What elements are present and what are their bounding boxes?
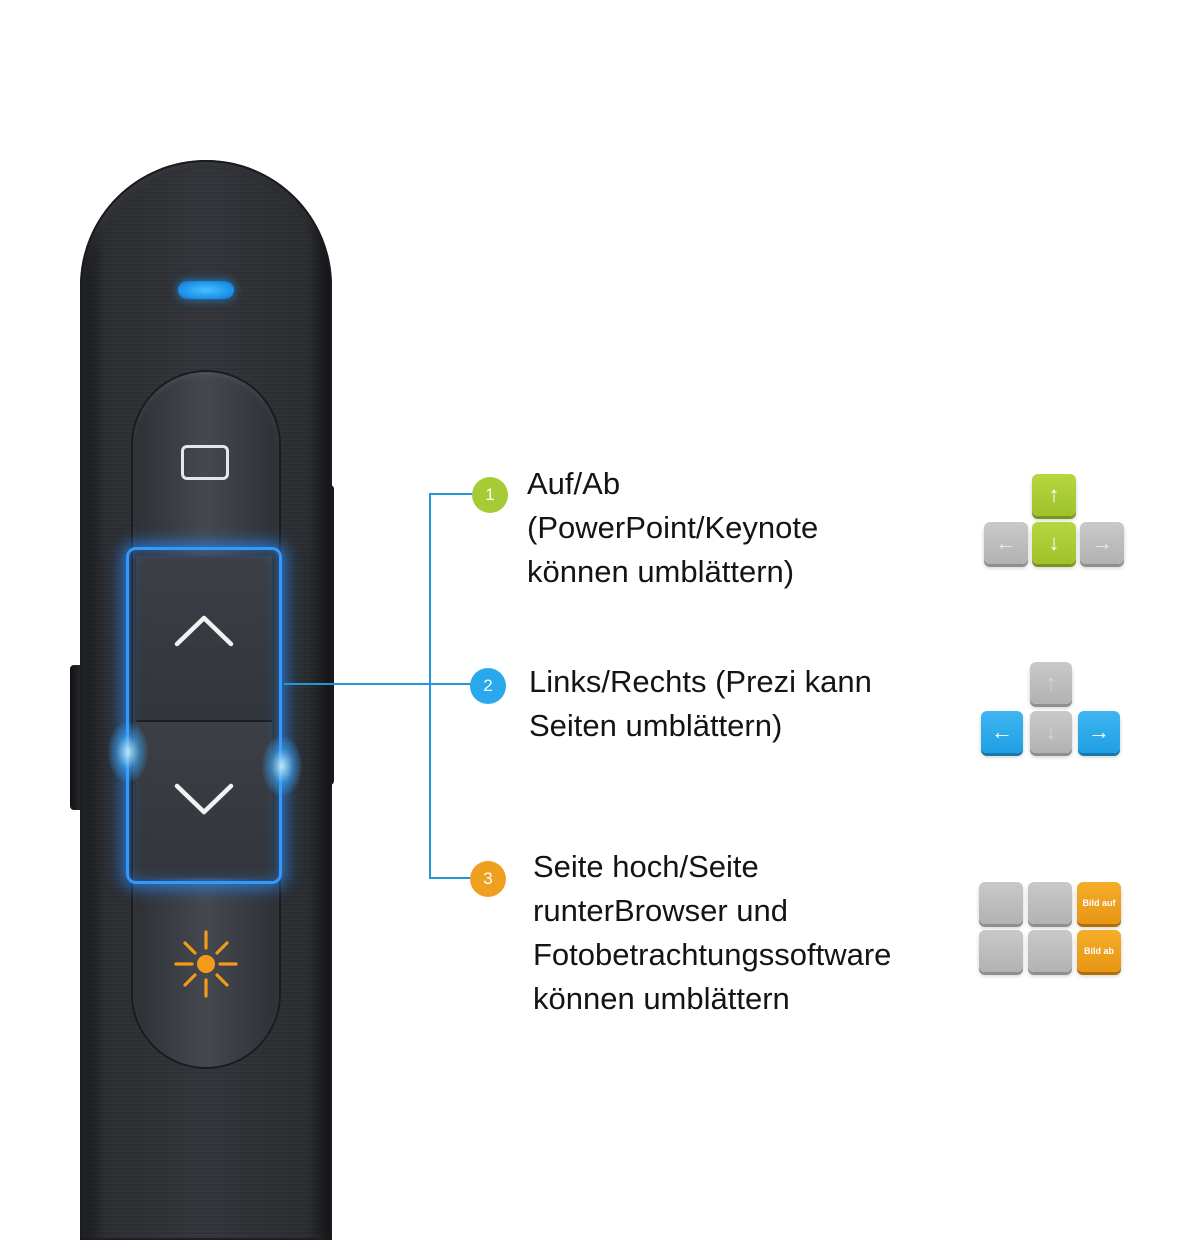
blank-key bbox=[979, 930, 1023, 972]
feature-line: Links/Rechts (Prezi kann bbox=[529, 664, 872, 699]
left-arrow-key: ← bbox=[981, 711, 1023, 753]
highlight-frame bbox=[126, 547, 282, 884]
connector-bottom bbox=[429, 877, 473, 879]
page-up-key-label: Bild auf bbox=[1082, 898, 1116, 908]
arrow-left-icon: ← bbox=[991, 719, 1013, 744]
arrow-down-icon: ↓ bbox=[1045, 719, 1057, 744]
arrow-down-icon: ↓ bbox=[1048, 530, 1060, 555]
glow-right bbox=[262, 736, 302, 796]
page-down-button[interactable] bbox=[136, 722, 272, 878]
feature-line: runterBrowser und bbox=[533, 893, 789, 928]
page-up-button[interactable] bbox=[136, 556, 272, 722]
blank-key bbox=[979, 882, 1023, 924]
feature-description-1: Auf/Ab (PowerPoint/Keynote können umblät… bbox=[527, 462, 818, 594]
page-down-key: Bild ab bbox=[1077, 930, 1121, 972]
up-arrow-key: ↑ bbox=[1030, 662, 1072, 704]
right-arrow-key: → bbox=[1080, 522, 1124, 564]
connector-vertical bbox=[429, 493, 431, 879]
number-badge-1: 1 bbox=[472, 477, 508, 513]
glow-left bbox=[108, 722, 148, 782]
feature-line: Auf/Ab bbox=[527, 466, 621, 501]
feature-line: können umblättern) bbox=[527, 554, 795, 589]
arrow-up-icon: ↑ bbox=[1045, 670, 1057, 695]
down-arrow-key: ↓ bbox=[1030, 711, 1072, 753]
feature-description-3: Seite hoch/Seite runterBrowser und Fotob… bbox=[533, 845, 891, 1021]
right-arrow-key: → bbox=[1078, 711, 1120, 753]
chevron-up-icon bbox=[174, 615, 234, 647]
connector-middle bbox=[284, 683, 474, 685]
arrow-right-icon: → bbox=[1088, 719, 1110, 744]
blank-key bbox=[1028, 930, 1072, 972]
arrow-right-icon: → bbox=[1091, 530, 1113, 555]
side-button-left bbox=[70, 665, 82, 810]
laser-sun-icon[interactable] bbox=[172, 928, 240, 1000]
rectangle-icon[interactable] bbox=[181, 445, 229, 480]
feature-line: können umblättern bbox=[533, 981, 790, 1016]
arrow-up-icon: ↑ bbox=[1048, 482, 1060, 507]
chevron-down-icon bbox=[174, 783, 234, 815]
up-arrow-key: ↑ bbox=[1032, 474, 1076, 516]
blank-key bbox=[1028, 882, 1072, 924]
feature-line: (PowerPoint/Keynote bbox=[527, 510, 819, 545]
connector-top bbox=[429, 493, 473, 495]
page-down-key-label: Bild ab bbox=[1083, 946, 1114, 956]
feature-line: Fotobetrachtungssoftware bbox=[533, 937, 892, 972]
down-arrow-key: ↓ bbox=[1032, 522, 1076, 564]
number-badge-3: 3 bbox=[470, 861, 506, 897]
left-arrow-key: ← bbox=[984, 522, 1028, 564]
status-led bbox=[178, 281, 234, 299]
arrow-left-icon: ← bbox=[995, 530, 1017, 555]
feature-description-2: Links/Rechts (Prezi kann Seiten umblätte… bbox=[529, 660, 872, 748]
page-up-key: Bild auf bbox=[1077, 882, 1121, 924]
feature-line: Seiten umblättern) bbox=[529, 708, 783, 743]
number-badge-2: 2 bbox=[470, 668, 506, 704]
feature-line: Seite hoch/Seite bbox=[533, 849, 759, 884]
